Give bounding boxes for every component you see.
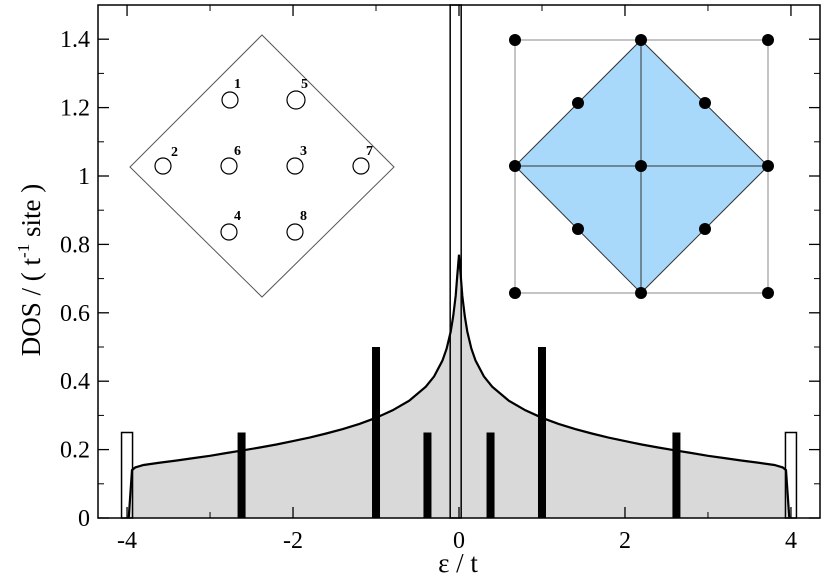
y-tick-label: 0.6 bbox=[60, 301, 90, 327]
k-point bbox=[635, 287, 647, 299]
x-axis-symbol: ε bbox=[438, 548, 449, 578]
y-tick-label: 1 bbox=[78, 164, 90, 190]
solid-bar bbox=[486, 432, 495, 518]
y-axis-exponent: -1 bbox=[14, 244, 33, 258]
k-point bbox=[509, 34, 521, 46]
brillouin-inset bbox=[509, 34, 774, 299]
solid-bar bbox=[672, 432, 681, 518]
site-6 bbox=[220, 157, 238, 175]
y-axis-prefix: DOS / ( t bbox=[16, 257, 46, 356]
y-axis-suffix: site ) bbox=[16, 184, 46, 244]
cluster-outline bbox=[129, 34, 395, 298]
y-tick-label: 0 bbox=[78, 506, 90, 532]
y-tick-label: 1.4 bbox=[60, 27, 90, 53]
site-2 bbox=[154, 157, 172, 175]
k-point bbox=[572, 223, 584, 235]
x-tick-label: 0 bbox=[453, 528, 465, 554]
site-label-4: 4 bbox=[234, 209, 241, 224]
site-4 bbox=[220, 223, 238, 241]
y-tick-label: 0.2 bbox=[60, 438, 90, 464]
k-point bbox=[509, 160, 521, 172]
x-axis-title: ε / t bbox=[438, 548, 478, 578]
y-tick-label: 0.8 bbox=[60, 232, 90, 258]
x-tick-label: 4 bbox=[785, 528, 797, 554]
x-tick-label: -2 bbox=[283, 528, 303, 554]
k-point bbox=[699, 97, 711, 109]
axes-layer: 0 0.2 0.4 0.6 0.8 1 1.2 1.4 -4 -2 0 2 4 bbox=[60, 4, 821, 554]
k-point bbox=[762, 34, 774, 46]
y-tick-label: 1.2 bbox=[60, 96, 90, 122]
site-7 bbox=[352, 157, 370, 175]
dos-area bbox=[128, 254, 790, 518]
y-tick-label: 0.4 bbox=[60, 369, 90, 395]
solid-bar bbox=[423, 432, 432, 518]
site-label-2: 2 bbox=[171, 145, 178, 160]
site-1 bbox=[221, 91, 239, 109]
site-label-8: 8 bbox=[300, 209, 307, 224]
site-label-6: 6 bbox=[234, 144, 241, 159]
site-3 bbox=[286, 157, 304, 175]
site-8 bbox=[286, 223, 304, 241]
x-tick-label: 2 bbox=[619, 528, 631, 554]
k-point bbox=[635, 160, 647, 172]
y-axis-title: DOS / ( t-1 site ) bbox=[14, 184, 46, 356]
k-point bbox=[699, 223, 711, 235]
solid-bar bbox=[372, 347, 381, 518]
k-point bbox=[762, 160, 774, 172]
site-label-1: 1 bbox=[234, 77, 241, 92]
x-tick-label: -4 bbox=[117, 528, 137, 554]
solid-bar bbox=[537, 347, 546, 518]
solid-bar bbox=[237, 432, 246, 518]
site-label-7: 7 bbox=[366, 144, 373, 159]
k-point bbox=[509, 287, 521, 299]
site-5 bbox=[286, 90, 306, 110]
k-point bbox=[762, 287, 774, 299]
x-axis-unit: / t bbox=[449, 548, 478, 578]
dos-curve bbox=[127, 254, 791, 519]
site-label-3: 3 bbox=[300, 144, 307, 159]
cluster-inset: 1 5 2 6 3 7 4 8 bbox=[129, 34, 395, 298]
k-point bbox=[635, 34, 647, 46]
k-point bbox=[572, 97, 584, 109]
site-label-5: 5 bbox=[301, 77, 308, 92]
